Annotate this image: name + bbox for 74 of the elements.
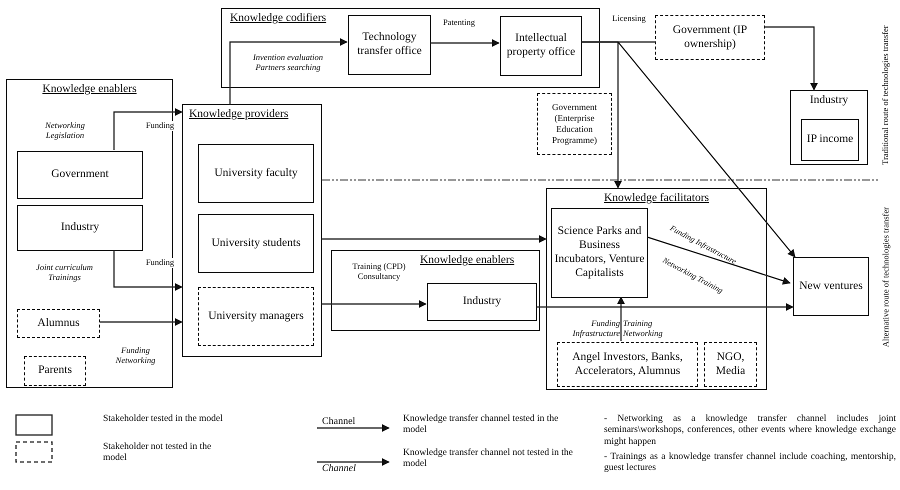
legend-text: Stakeholder tested in the model (103, 414, 224, 426)
note: - Trainings as a knowledge transfer channel include coaching, mentorship, guest lectures (604, 452, 896, 475)
arrow (536, 303, 794, 311)
legend-text: Knowledge transfer channel not tested in the model (403, 448, 573, 471)
group-box (6, 79, 173, 388)
legend-channel-label: Channel (322, 463, 357, 475)
stakeholder-box (348, 15, 431, 75)
stakeholder-label: Alumnus (36, 316, 81, 330)
stakeholder-box (704, 342, 757, 387)
stakeholder-box (24, 356, 86, 386)
stakeholder-box (801, 119, 859, 161)
channel-label: Invention evaluation Partners searching (252, 52, 324, 72)
group-box (790, 90, 868, 165)
stakeholder-box (655, 15, 765, 60)
stakeholder-box (500, 16, 582, 76)
channel-label: Training Networking (623, 318, 664, 338)
group-heading: Knowledge enablers (41, 83, 138, 95)
group-heading: Knowledge codifiers (230, 12, 326, 24)
group-heading: Industry (808, 94, 850, 106)
stakeholder-label: Angel Investors, Banks, Accelerators, Alumnus (571, 350, 684, 378)
channel-label: Funding Infrastructure (572, 318, 620, 338)
stakeholder-label: Government (50, 168, 110, 182)
stakeholder-label: Government (Enterprise Education Programme) (551, 102, 598, 146)
stakeholder-box (537, 93, 612, 155)
route-label: Alternative route of technologies transfer (880, 206, 890, 350)
stakeholder-label: University managers (207, 310, 305, 324)
stakeholder-box (793, 257, 869, 316)
group-box (546, 188, 767, 390)
stakeholder-label: Parents (37, 364, 73, 378)
group-heading: Knowledge providers (189, 108, 288, 120)
stakeholder-box (551, 208, 648, 298)
arrow (322, 300, 427, 308)
legend-channel-label: Channel (322, 416, 356, 428)
stakeholder-box (557, 342, 698, 387)
arrow (646, 236, 791, 285)
stakeholder-box (17, 309, 100, 338)
stakeholder-label: Intellectual property office (506, 32, 576, 60)
stakeholder-box (198, 287, 314, 346)
group-heading: Knowledge enablers (420, 254, 514, 266)
group-box (182, 104, 322, 357)
arrow (322, 235, 547, 243)
arrow (617, 296, 625, 341)
channel-label: Networking Legislation (44, 120, 86, 140)
route-label: Traditional route of technologies transfer (880, 24, 890, 167)
group-box (221, 8, 600, 88)
stakeholder-label: IP income (806, 133, 854, 147)
stakeholder-box (17, 151, 143, 199)
stakeholder-label: Science Parks and Business Incubators, Venture Capitalists (554, 225, 646, 281)
stakeholder-label: Government (IP ownership) (672, 24, 748, 52)
arrow (113, 108, 183, 150)
arrow (229, 38, 348, 104)
channel-label: Funding Networking (114, 345, 156, 366)
stakeholder-label: Technology transfer office (356, 31, 423, 59)
arrow (430, 39, 500, 47)
group-heading: Knowledge facilitators (602, 192, 710, 204)
stakeholder-label: Industry (60, 221, 100, 235)
channel-label: Joint curriculum Trainings (35, 262, 94, 282)
stakeholder-box (17, 205, 143, 251)
stakeholder-box (427, 283, 537, 321)
note: - Networking as a knowledge transfer channel includes joint seminars\workshops, conferences, other events where knowledge exchange might happen (604, 414, 896, 448)
stakeholder-label: University faculty (213, 166, 299, 180)
stakeholder-label: Industry (462, 295, 502, 309)
stakeholder-box (198, 214, 314, 273)
arrow (581, 41, 796, 258)
stakeholder-box (198, 144, 314, 203)
arrow (99, 318, 183, 326)
arrow (113, 250, 183, 291)
legend-text: Stakeholder not tested in the model (103, 442, 212, 465)
arrow (765, 26, 818, 91)
stakeholder-label: University students (210, 236, 302, 250)
group-box (331, 250, 540, 331)
stakeholder-label: NGO, Media (714, 350, 746, 378)
stakeholder-label: New ventures (798, 280, 864, 294)
legend-text: Knowledge transfer channel tested in the model (403, 414, 560, 437)
